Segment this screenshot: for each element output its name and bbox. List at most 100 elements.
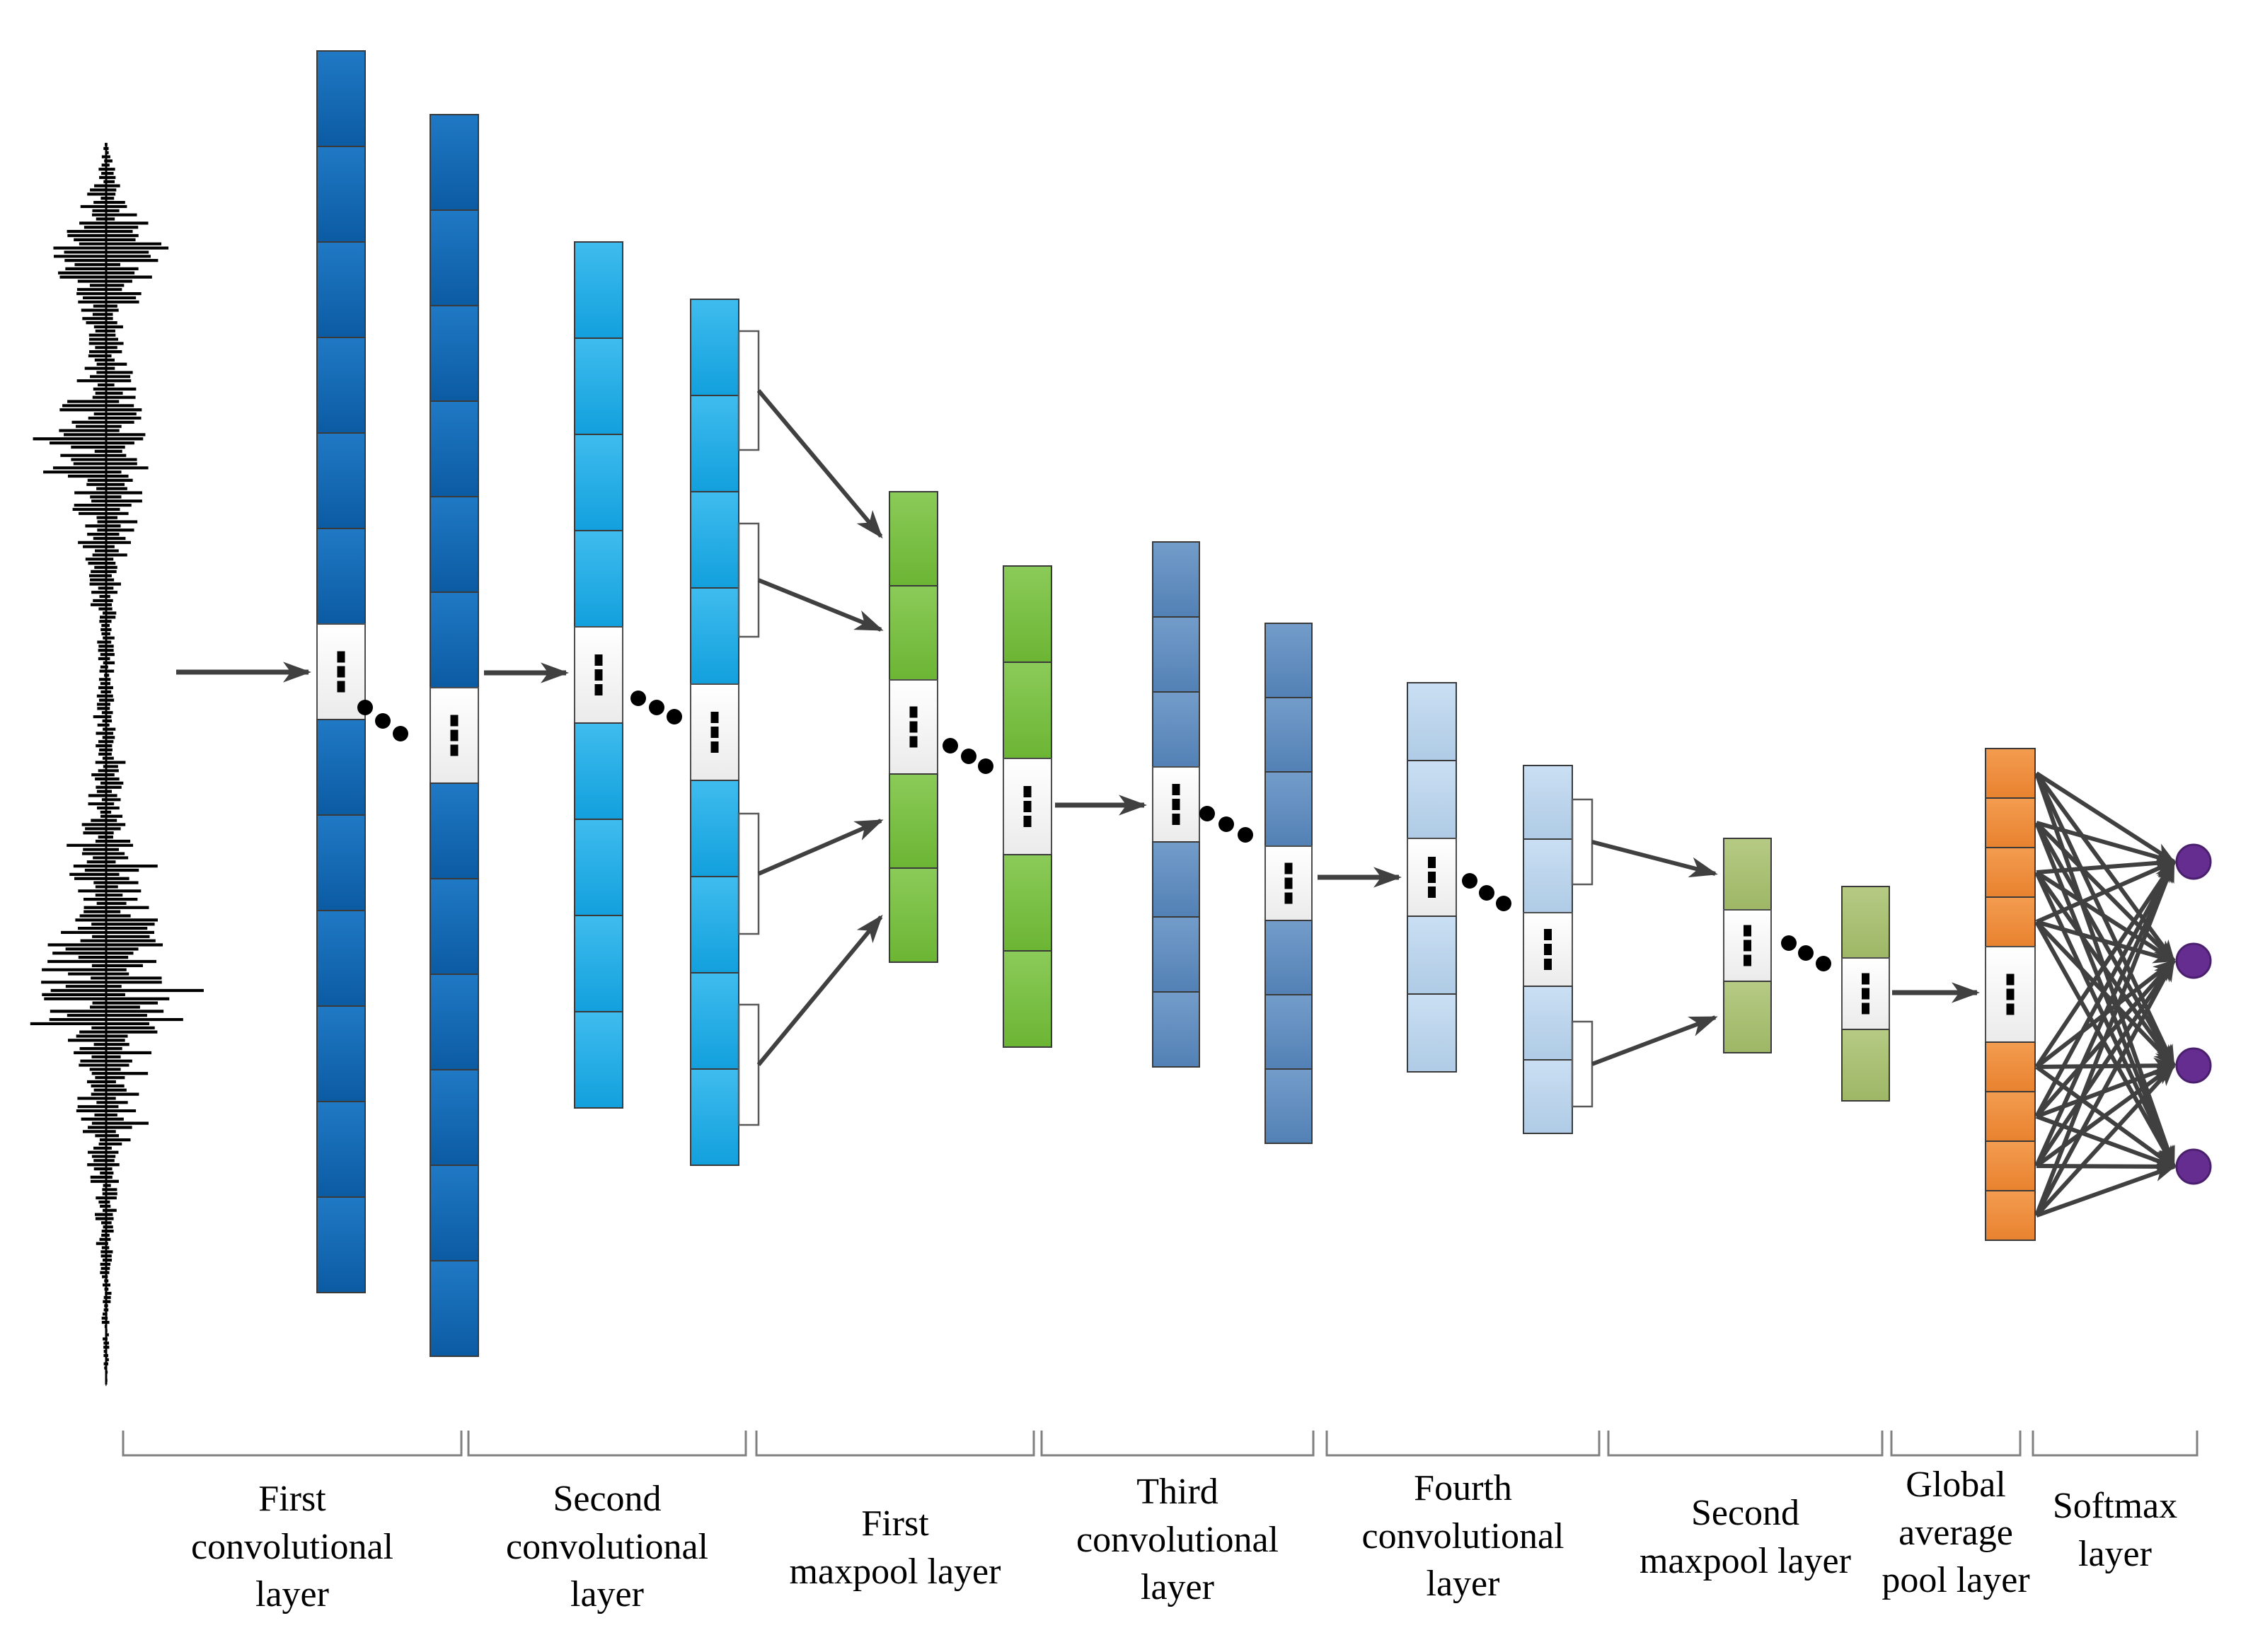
layer-label-first-conv: First convolutional layer <box>191 1479 393 1615</box>
ellipsis-dash <box>1172 784 1180 795</box>
feature-cell <box>1723 981 1772 1053</box>
fc-arrow <box>2034 959 2176 1167</box>
pooling-window <box>737 812 760 935</box>
bar-conv4-b <box>1523 765 1573 1134</box>
feature-cell <box>316 337 366 434</box>
feature-cell <box>316 910 366 1007</box>
feature-cell <box>574 1011 623 1109</box>
audio-waveform <box>30 142 204 1387</box>
softmax-node <box>2175 1148 2212 1185</box>
ellipsis-dash <box>450 744 459 756</box>
fc-arrow <box>2034 860 2176 1167</box>
feature-cell <box>889 867 938 963</box>
ellipsis-dash <box>1284 877 1293 889</box>
fc-arrow <box>2034 860 2176 1118</box>
feature-cell <box>1523 1059 1573 1134</box>
feature-cell <box>1264 623 1313 698</box>
feature-cell <box>1003 950 1052 1048</box>
ellipsis-dash <box>710 712 719 723</box>
ellipsis-dash <box>1544 929 1552 940</box>
feature-cell <box>430 782 479 879</box>
pooling-window <box>1571 798 1594 886</box>
feature-cell <box>430 1165 479 1261</box>
fc-arrow <box>2034 959 2176 1217</box>
ellipsis-cell <box>574 626 623 724</box>
feature-cell <box>316 1196 366 1293</box>
fc-arrow <box>2034 871 2176 1169</box>
bar-conv1-b <box>430 114 479 1357</box>
feature-cell <box>316 146 366 243</box>
ellipsis-dash <box>1744 925 1751 937</box>
feature-cell <box>1152 616 1200 693</box>
bar-conv1-a <box>316 50 366 1293</box>
feature-cell <box>316 50 366 147</box>
feature-cell <box>1523 765 1573 840</box>
feature-cell <box>316 241 366 338</box>
ellipsis-dash <box>1428 872 1436 883</box>
ellipsis-dash <box>1862 1003 1869 1015</box>
feature-cell <box>1523 986 1573 1061</box>
pooling-arrow <box>1591 1015 1718 1066</box>
feature-cell <box>430 1069 479 1166</box>
fc-arrow <box>2035 870 2176 963</box>
ellipsis-dash <box>1544 944 1552 955</box>
feature-cell <box>1264 771 1313 847</box>
fc-arrow <box>2034 871 2176 1068</box>
feature-cell <box>574 722 623 820</box>
feature-cell <box>1407 993 1457 1073</box>
feature-cell <box>430 209 479 306</box>
ellipsis-dash <box>1862 988 1869 1000</box>
feature-cell <box>1407 915 1457 995</box>
feature-cell <box>1841 1029 1890 1102</box>
softmax-node <box>2175 1047 2212 1084</box>
continuation-dots <box>357 700 408 741</box>
feature-cell <box>316 1005 366 1102</box>
fc-arrow <box>2034 772 2176 1068</box>
ellipsis-dash <box>909 736 918 748</box>
feature-cell <box>1723 838 1772 911</box>
fc-arrow <box>2036 821 2177 865</box>
pooling-arrow <box>756 914 883 1066</box>
layer-bracket <box>1890 1431 2022 1457</box>
bar-pool2-b <box>1841 886 1890 1102</box>
feature-cell <box>889 773 938 869</box>
fc-arrow <box>2034 860 2176 1068</box>
ellipsis-dash <box>594 669 603 681</box>
feature-cell <box>430 305 479 402</box>
feature-cell <box>316 432 366 529</box>
pooling-arrow <box>1591 840 1718 878</box>
feature-cell <box>574 241 623 339</box>
ellipsis-dash <box>1284 862 1293 874</box>
feature-cell <box>1152 916 1200 993</box>
feature-cell <box>1152 541 1200 618</box>
feature-cell <box>430 400 479 497</box>
layer-label-fourth-conv: Fourth convolutional layer <box>1361 1468 1565 1605</box>
layer-label-global-avg-pool: Global average pool layer <box>1882 1465 2030 1601</box>
feature-cell <box>574 434 623 531</box>
feature-cell <box>1003 662 1052 759</box>
feature-cell <box>430 114 479 211</box>
feature-cell <box>574 337 623 435</box>
feature-cell <box>1152 991 1200 1068</box>
ellipsis-dash <box>1544 959 1552 970</box>
layer-label-first-maxpool: First maxpool layer <box>789 1503 1001 1592</box>
layer-bracket <box>2032 1431 2199 1457</box>
ellipsis-dash <box>909 706 918 718</box>
continuation-dots <box>1199 806 1253 843</box>
feature-cell <box>690 491 739 589</box>
feature-cell <box>316 528 366 625</box>
feature-cell <box>1407 682 1457 761</box>
feature-cell <box>1985 1041 2036 1092</box>
bar-conv4-a <box>1407 682 1457 1073</box>
layer-label-second-conv: Second convolutional layer <box>506 1479 708 1615</box>
layer-label-second-maxpool: Second maxpool layer <box>1640 1493 1851 1581</box>
fc-arrow <box>2035 1165 2177 1218</box>
feature-cell <box>316 1101 366 1198</box>
ellipsis-dash <box>1744 940 1751 952</box>
ellipsis-dash <box>2006 988 2015 1000</box>
feature-cell <box>1985 748 2036 799</box>
fc-arrow <box>2034 1063 2176 1218</box>
layer-bracket <box>467 1431 747 1457</box>
